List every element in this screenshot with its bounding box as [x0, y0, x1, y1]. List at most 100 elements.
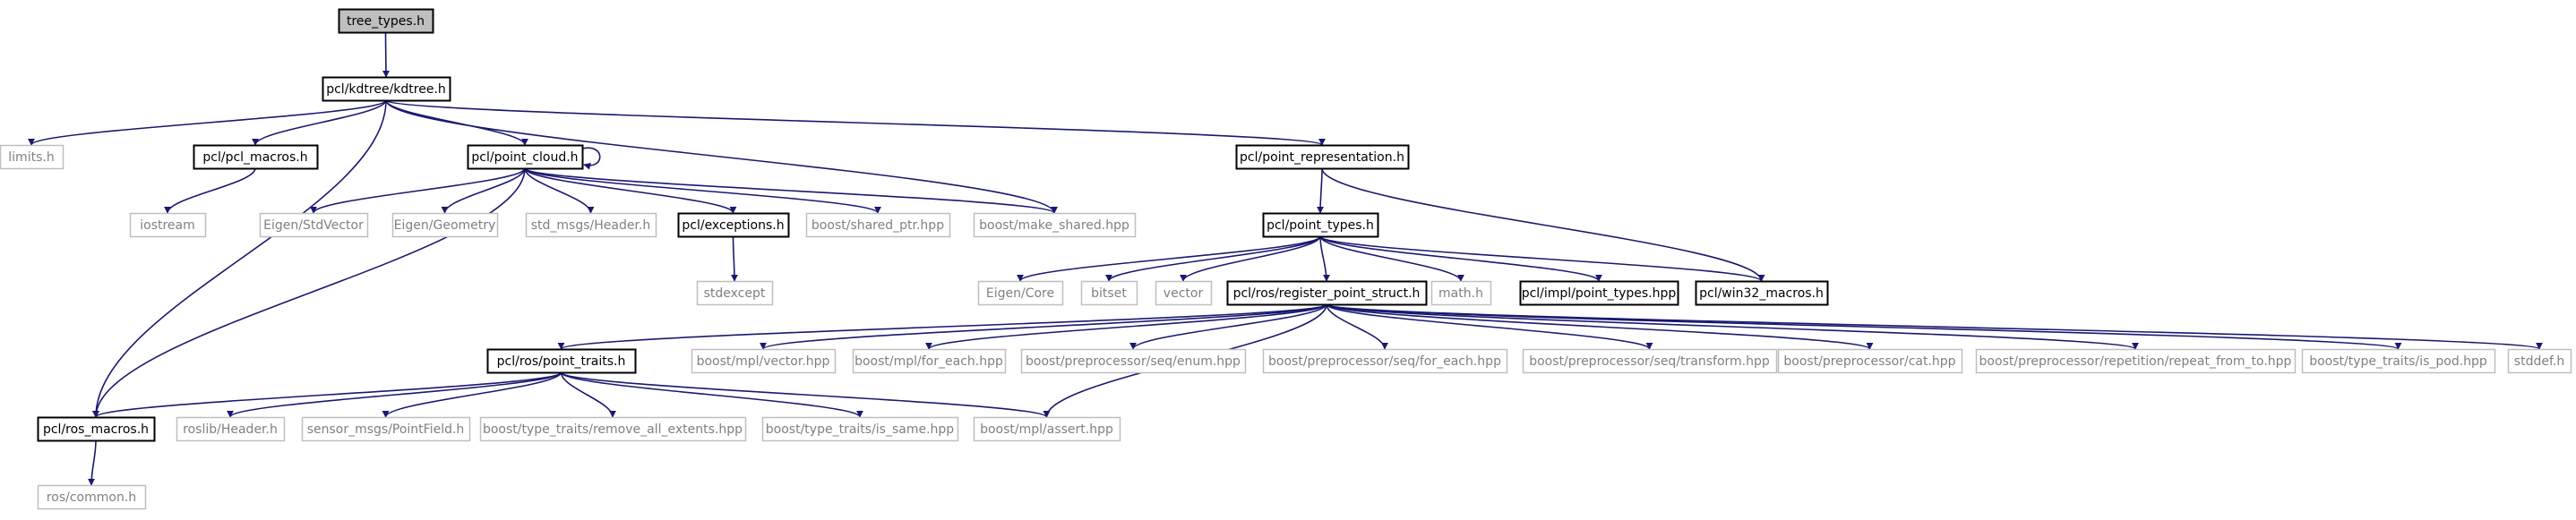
node-box	[1262, 212, 1379, 238]
node-label: limits.h	[8, 150, 54, 165]
node-tree-types[interactable]: tree_types.h	[338, 8, 434, 34]
edge-register-point-struct-to-pp-seq-for-each	[1326, 303, 1388, 350]
node-label: vector	[1163, 286, 1204, 301]
node-label: boost/type_traits/is_same.hpp	[766, 422, 955, 437]
node-box	[129, 212, 207, 238]
edge-tree-types-to-kdtree	[382, 31, 390, 78]
node-label: boost/make_shared.hpp	[979, 218, 1129, 233]
nodes-layer: tree_types.h pcl/kdtree/kdtree.h limits.h p…	[0, 8, 2572, 510]
node-label: Eigen/Core	[986, 286, 1054, 301]
node-label: boost/preprocessor/seq/enum.hpp	[1026, 354, 1241, 369]
edge-register-point-struct-to-pp-seq-enum	[1129, 303, 1327, 350]
node-pcl-macros[interactable]: pcl/pcl_macros.h	[193, 144, 319, 170]
node-label: pcl/ros/register_point_struct.h	[1233, 286, 1421, 301]
node-pp-seq-for-each: boost/preprocessor/seq/for_each.hpp	[1262, 348, 1508, 374]
node-mpl-for-each: boost/mpl/for_each.hpp	[852, 348, 1007, 374]
node-label: boost/preprocessor/seq/transform.hpp	[1529, 354, 1770, 369]
node-label: boost/mpl/assert.hpp	[980, 422, 1113, 437]
node-label: pcl/ros/point_traits.h	[497, 354, 626, 369]
node-mpl-vector: boost/mpl/vector.hpp	[691, 348, 837, 374]
node-label: pcl/kdtree/kdtree.h	[326, 82, 446, 97]
node-label: pcl/pcl_macros.h	[202, 150, 307, 165]
node-box	[1522, 348, 1778, 374]
node-label: pcl/impl/point_types.hpp	[1522, 286, 1677, 301]
edge-point-types-to-impl-point-types	[1319, 235, 1602, 282]
node-box	[2301, 348, 2496, 374]
node-box	[1519, 280, 1679, 306]
edges-layer	[28, 31, 2543, 486]
node-win32-macros[interactable]: pcl/win32_macros.h	[1695, 280, 1829, 306]
node-point-types[interactable]: pcl/point_types.h	[1262, 212, 1379, 238]
node-pp-seq-enum: boost/preprocessor/seq/enum.hpp	[1020, 348, 1247, 374]
node-label: math.h	[1438, 286, 1483, 301]
edge-point-types-to-win32-macros	[1319, 235, 1765, 282]
node-kdtree[interactable]: pcl/kdtree/kdtree.h	[322, 76, 451, 102]
node-label: iostream	[140, 218, 195, 233]
edge-point-traits-to-remove-all-extents	[560, 371, 616, 418]
node-box	[176, 416, 286, 442]
edge-kdtree-to-pcl-macros	[252, 99, 387, 146]
node-std-msgs-header: std_msgs/Header.h	[525, 212, 657, 238]
node-label: boost/shared_ptr.hpp	[811, 218, 944, 233]
node-box	[761, 416, 959, 442]
node-label: sensor_msgs/PointField.h	[307, 422, 465, 437]
edge-point-repr-to-win32-macros	[1321, 167, 1765, 282]
node-mpl-assert: boost/mpl/assert.hpp	[973, 416, 1121, 442]
edge-register-point-struct-to-mpl-vector	[760, 303, 1327, 350]
node-register-point-struct[interactable]: pcl/ros/register_point_struct.h	[1226, 280, 1428, 306]
node-box	[1262, 348, 1508, 374]
edge-point-cloud-to-point-cloud	[581, 147, 601, 170]
node-label: boost/preprocessor/seq/for_each.hpp	[1268, 354, 1501, 369]
edge-register-point-struct-to-mpl-for-each	[925, 303, 1327, 350]
node-label: pcl/win32_macros.h	[1699, 286, 1824, 301]
node-label: pcl/point_representation.h	[1240, 150, 1404, 165]
edge-point-cloud-to-ros-macros	[92, 167, 526, 418]
node-ros-macros[interactable]: pcl/ros_macros.h	[37, 416, 156, 442]
node-eigen-core: Eigen/Core	[977, 280, 1064, 306]
node-label: pcl/exceptions.h	[682, 218, 784, 233]
edge-point-cloud-to-shared-ptr	[524, 167, 881, 214]
edge-register-point-struct-to-stddef	[1326, 303, 2543, 350]
node-remove-all-extents: boost/type_traits/remove_all_extents.hpp	[479, 416, 747, 442]
node-label: roslib/Header.h	[183, 422, 278, 437]
node-shared-ptr: boost/shared_ptr.hpp	[805, 212, 951, 238]
edge-ros-macros-to-ros-common	[88, 439, 97, 486]
edge-kdtree-to-make-shared	[385, 99, 1058, 214]
node-ros-common: ros/common.h	[37, 484, 147, 510]
node-box	[1226, 280, 1428, 306]
node-box	[2507, 348, 2572, 374]
edge-point-traits-to-sensor-msgs	[382, 371, 562, 418]
edge-point-traits-to-is-same	[560, 371, 863, 418]
node-box	[1020, 348, 1247, 374]
node-box	[677, 212, 790, 238]
edge-register-point-struct-to-pp-seq-transform	[1326, 303, 1653, 350]
node-vector: vector	[1155, 280, 1213, 306]
node-box	[301, 416, 471, 442]
node-box	[467, 144, 584, 170]
node-iostream: iostream	[129, 212, 207, 238]
node-box	[973, 212, 1137, 238]
node-box	[37, 484, 147, 510]
node-label: boost/preprocessor/repetition/repeat_fro…	[1979, 354, 2292, 369]
edge-kdtree-to-limits	[28, 99, 387, 146]
node-label: std_msgs/Header.h	[531, 218, 651, 233]
node-math-h: math.h	[1430, 280, 1492, 306]
edge-register-point-struct-to-point-traits	[557, 303, 1327, 350]
node-point-repr[interactable]: pcl/point_representation.h	[1235, 144, 1410, 170]
edge-point-types-to-math-h	[1319, 235, 1464, 282]
node-label: Eigen/StdVector	[263, 218, 364, 233]
node-point-traits[interactable]: pcl/ros/point_traits.h	[486, 348, 637, 374]
edge-point-types-to-eigen-core	[1017, 235, 1321, 282]
node-box	[391, 212, 499, 238]
edge-point-types-to-register-point-struct	[1319, 235, 1330, 282]
node-box	[1777, 348, 1963, 374]
node-box	[259, 212, 369, 238]
node-exceptions[interactable]: pcl/exceptions.h	[677, 212, 790, 238]
node-impl-point-types[interactable]: pcl/impl/point_types.hpp	[1519, 280, 1679, 306]
node-point-cloud[interactable]: pcl/point_cloud.h	[467, 144, 584, 170]
node-pp-repeat: boost/preprocessor/repetition/repeat_fro…	[1975, 348, 2297, 374]
node-box	[479, 416, 747, 442]
node-label: stdexcept	[704, 286, 766, 301]
node-label: boost/type_traits/is_pod.hpp	[2309, 354, 2487, 369]
edge-point-cloud-to-eigen-geometry	[441, 167, 526, 214]
